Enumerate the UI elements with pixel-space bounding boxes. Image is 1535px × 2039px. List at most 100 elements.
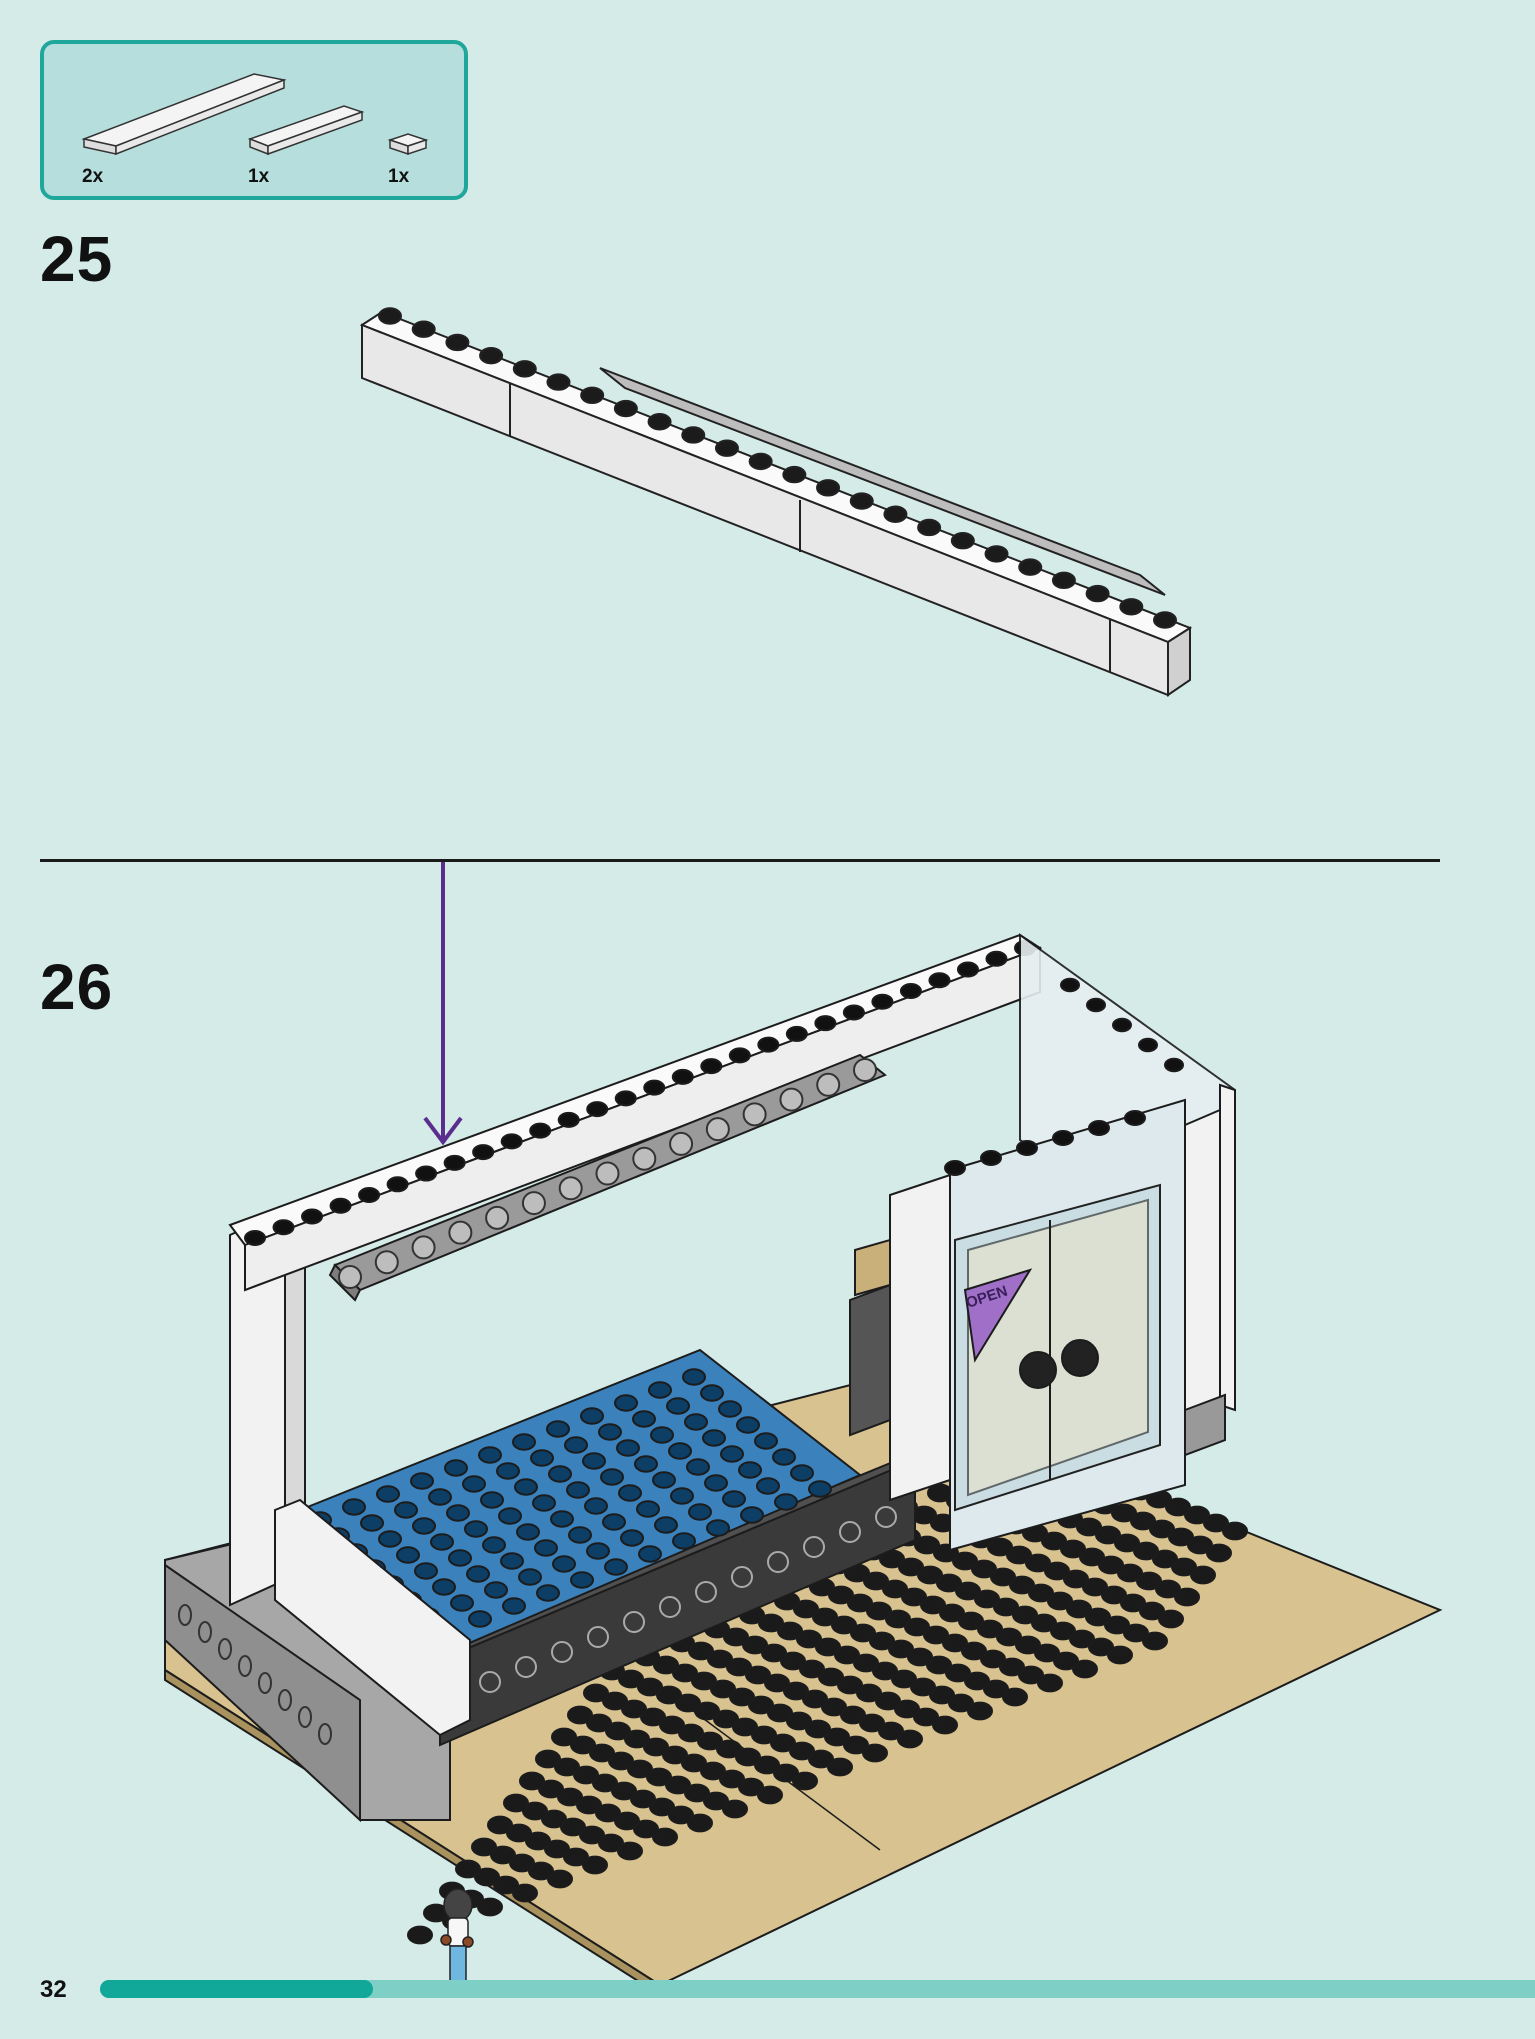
stud [1142, 1631, 1168, 1651]
stud [740, 1506, 764, 1524]
stud [1069, 1629, 1095, 1649]
stud [1088, 1637, 1114, 1657]
stud [552, 1555, 576, 1573]
stud [1002, 1687, 1028, 1707]
stud [518, 1568, 542, 1586]
stud [407, 1925, 433, 1945]
stud [632, 1410, 656, 1428]
stud [751, 1725, 777, 1745]
stud [534, 1539, 558, 1557]
stud [767, 1703, 793, 1723]
stud [682, 1368, 706, 1386]
stud [342, 1498, 366, 1516]
stud [482, 1536, 506, 1554]
stud [468, 1610, 492, 1628]
page-number: 32 [40, 1976, 67, 2003]
stud [932, 1715, 958, 1735]
stud [894, 1699, 920, 1719]
stud [816, 479, 841, 497]
stud [726, 1657, 752, 1677]
beam-hole [705, 1117, 730, 1142]
stud [980, 1150, 1002, 1166]
stud [1114, 1533, 1140, 1553]
stud [1044, 1561, 1070, 1581]
stud [691, 1671, 717, 1691]
stud [792, 1771, 818, 1791]
stud [678, 1723, 704, 1743]
stud [1138, 1037, 1158, 1053]
stud [872, 1661, 898, 1681]
stud [821, 1697, 847, 1717]
stud [411, 320, 436, 338]
stud [272, 1219, 295, 1236]
stud [882, 1579, 908, 1599]
stud [681, 1753, 707, 1773]
stud [853, 1653, 879, 1673]
stud [568, 1526, 592, 1544]
stud [671, 1068, 694, 1085]
stud [720, 1445, 744, 1463]
stud [923, 1625, 949, 1645]
stud [837, 1675, 863, 1695]
stud [570, 1735, 596, 1755]
stud [866, 1601, 892, 1621]
stud [754, 1432, 778, 1450]
stud [462, 1475, 486, 1493]
stud [738, 1461, 762, 1479]
stud [999, 1657, 1025, 1677]
beam-hole [338, 1265, 362, 1289]
stud [842, 1004, 865, 1021]
stud [1104, 1615, 1130, 1635]
stud [428, 1488, 452, 1506]
stud [557, 1111, 580, 1128]
stud [786, 1711, 812, 1731]
beam-hole [485, 1205, 510, 1230]
stud [500, 1133, 523, 1150]
stud [936, 1573, 962, 1593]
beam-hole [779, 1087, 804, 1112]
stud [614, 1394, 638, 1412]
stud [732, 1717, 758, 1737]
stud [827, 1757, 853, 1777]
curb-hole [178, 1604, 192, 1626]
stud [1085, 1607, 1111, 1627]
stud [878, 1721, 904, 1741]
stud [687, 1813, 713, 1833]
stud [702, 1429, 726, 1447]
wall-hole [767, 1551, 789, 1573]
stud [722, 1799, 748, 1819]
wall-hole [623, 1611, 645, 1633]
stud [445, 333, 470, 352]
stud [551, 1727, 577, 1747]
stud [464, 1520, 488, 1538]
step-divider [40, 859, 1440, 862]
stud [1111, 1503, 1137, 1523]
progress-bar [100, 1980, 1535, 1998]
beam-hole [853, 1058, 877, 1082]
stud [757, 1036, 780, 1053]
stud [728, 1047, 751, 1064]
arrow-down-icon [423, 862, 463, 1146]
beam-hole [374, 1250, 399, 1275]
stud [1018, 558, 1043, 576]
stud [479, 346, 504, 365]
stud [614, 1090, 637, 1107]
stud [512, 1433, 536, 1451]
stud [621, 1699, 647, 1719]
stud [1190, 1565, 1216, 1585]
stud [329, 1197, 352, 1214]
stud [815, 1637, 841, 1657]
stud [573, 1765, 599, 1785]
stud [1063, 1569, 1089, 1589]
wall-hole [803, 1536, 825, 1558]
stud [723, 1627, 749, 1647]
stud [885, 1609, 911, 1629]
stud [1112, 1017, 1132, 1033]
stud [529, 1122, 552, 1139]
stud [897, 1729, 923, 1749]
stud [812, 1607, 838, 1627]
stud [1016, 1140, 1038, 1156]
stud [633, 1819, 659, 1839]
stud [980, 1649, 1006, 1669]
stud [1101, 1585, 1127, 1605]
